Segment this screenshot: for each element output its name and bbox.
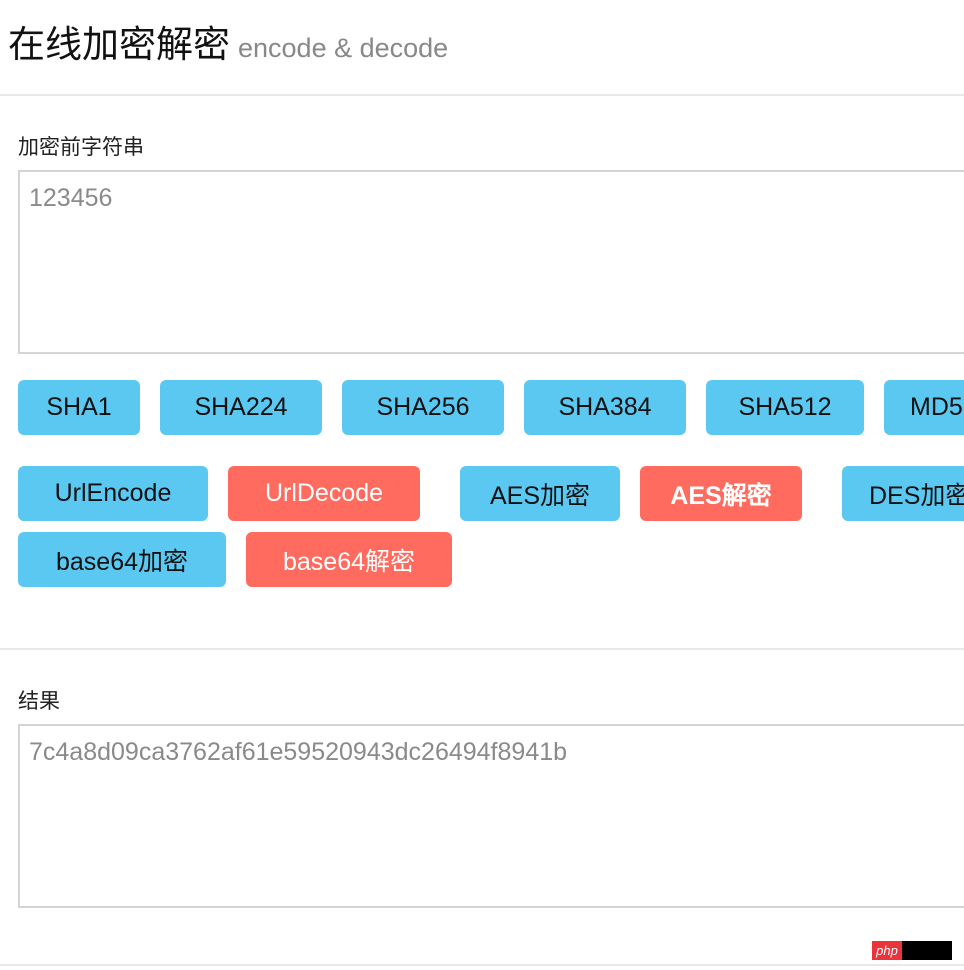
page-title: 在线加密解密 encode & decode xyxy=(8,14,448,68)
des-encrypt-button[interactable]: DES加密 xyxy=(842,466,964,521)
header-divider xyxy=(0,94,964,96)
watermark-text: php xyxy=(872,941,902,960)
urldecode-button[interactable]: UrlDecode xyxy=(228,466,420,521)
result-label: 结果 xyxy=(18,690,60,713)
result-textarea[interactable]: 7c4a8d09ca3762af61e59520943dc26494f8941b xyxy=(18,724,964,908)
sha1-button[interactable]: SHA1 xyxy=(18,380,140,435)
aes-encrypt-button[interactable]: AES加密 xyxy=(460,466,620,521)
md5-button[interactable]: MD5 xyxy=(884,380,964,435)
base64-decode-button[interactable]: base64解密 xyxy=(246,532,452,587)
php-watermark-logo: php xyxy=(872,941,952,960)
subtitle: encode & decode xyxy=(238,33,449,63)
footer-divider xyxy=(0,964,964,966)
input-label: 加密前字符串 xyxy=(18,136,144,159)
sha224-button[interactable]: SHA224 xyxy=(160,380,322,435)
sha384-button[interactable]: SHA384 xyxy=(524,380,686,435)
urlencode-button[interactable]: UrlEncode xyxy=(18,466,208,521)
title-text: 在线加密解密 xyxy=(8,24,230,65)
aes-decrypt-button[interactable]: AES解密 xyxy=(640,466,802,521)
input-textarea[interactable]: 123456 xyxy=(18,170,964,354)
base64-encode-button[interactable]: base64加密 xyxy=(18,532,226,587)
sha256-button[interactable]: SHA256 xyxy=(342,380,504,435)
sha512-button[interactable]: SHA512 xyxy=(706,380,864,435)
section-divider xyxy=(0,648,964,650)
